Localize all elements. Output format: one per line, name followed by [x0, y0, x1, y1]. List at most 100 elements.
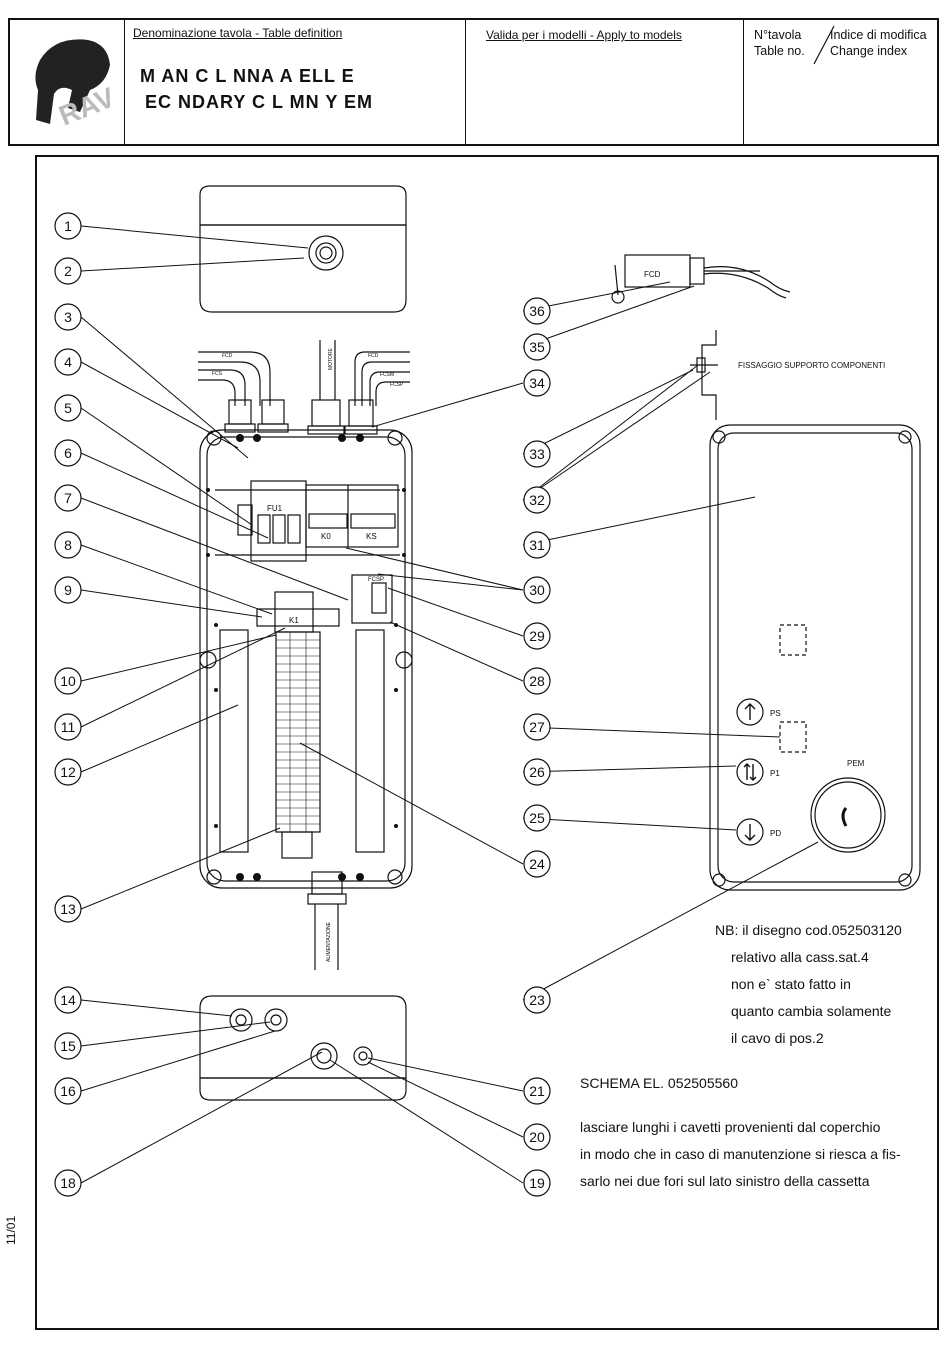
callout-27: 27: [523, 713, 551, 741]
callout-number: 12: [60, 764, 76, 780]
callout-number: 15: [60, 1038, 76, 1054]
callout-circle: [523, 1169, 551, 1197]
callout-circle: [54, 484, 82, 512]
table-no-label-en: Table no.: [754, 44, 805, 58]
callout-number: 13: [60, 901, 76, 917]
callout-number: 34: [529, 375, 545, 391]
callout-number: 10: [60, 673, 76, 689]
callout-number: 28: [529, 673, 545, 689]
callout-number: 31: [529, 537, 545, 553]
slash-divider: [813, 25, 835, 65]
nb-note-line4: quanto cambia solamente: [731, 1003, 892, 1019]
cable-fcsp-label: FCSP: [390, 382, 404, 388]
fissaggio-label: FISSAGGIO SUPPORTO COMPONENTI: [738, 361, 885, 370]
callout-circle: [523, 622, 551, 650]
callout-number: 11: [61, 719, 76, 735]
callout-16: 16: [54, 1077, 82, 1105]
instruction-line1: lasciare lunghi i cavetti provenienti da…: [580, 1119, 881, 1135]
callout-circle: [54, 895, 82, 923]
nb-note-line5: il cavo di pos.2: [731, 1030, 824, 1046]
callout-circle: [523, 531, 551, 559]
callout-circle: [523, 1077, 551, 1105]
callout-number: 18: [60, 1175, 76, 1191]
callout-6: 6: [54, 439, 82, 467]
main-box-view: [198, 340, 413, 970]
fixing-support-bracket: [690, 330, 718, 420]
callout-number: 23: [529, 992, 545, 1008]
drawing-title-line1: M AN C L NNA A ELL E: [140, 66, 355, 86]
table-definition-label: Denominazione tavola - Table definition: [133, 26, 343, 40]
ks-label: KS: [366, 532, 377, 541]
drawing-frame: [35, 155, 939, 1330]
callout-2: 2: [54, 257, 82, 285]
callout-circle: [523, 333, 551, 361]
callout-number: 7: [64, 490, 72, 506]
callout-circle: [523, 713, 551, 741]
callout-32: 32: [523, 486, 551, 514]
limit-switch-fcd: [611, 254, 791, 304]
k0-label: K0: [321, 532, 331, 541]
callout-26: 26: [523, 758, 551, 786]
callout-circle: [523, 486, 551, 514]
callout-number: 5: [64, 400, 72, 416]
callout-number: 32: [529, 492, 545, 508]
ps-label: PS: [770, 709, 781, 718]
callout-number: 14: [60, 992, 76, 1008]
callout-circle: [523, 369, 551, 397]
callout-circle: [54, 667, 82, 695]
callout-29: 29: [523, 622, 551, 650]
nb-note-line3: non e` stato fatto in: [731, 976, 851, 992]
callout-number: 20: [529, 1129, 545, 1145]
pd-label: PD: [770, 829, 781, 838]
callout-circle: [523, 850, 551, 878]
callout-circle: [54, 1032, 82, 1060]
callout-25: 25: [523, 804, 551, 832]
callout-number: 9: [64, 582, 72, 598]
callout-14: 14: [54, 986, 82, 1014]
callout-circle: [54, 1169, 82, 1197]
callout-24: 24: [523, 850, 551, 878]
table-definition-cell: Denominazione tavola - Table definition …: [125, 20, 466, 144]
callout-circle: [523, 758, 551, 786]
callout-15: 15: [54, 1032, 82, 1060]
callout-circle: [54, 212, 82, 240]
callout-34: 34: [523, 369, 551, 397]
callout-number: 33: [529, 446, 545, 462]
callout-number: 4: [64, 354, 72, 370]
callout-number: 6: [64, 445, 72, 461]
callout-number: 29: [529, 628, 545, 644]
logo-cell: RAV: [10, 20, 125, 144]
callout-number: 21: [529, 1083, 545, 1099]
callout-number: 27: [529, 719, 545, 735]
callout-8: 8: [54, 531, 82, 559]
cable-alimentazione-label: ALIMENTAZIONE: [326, 921, 332, 962]
component-labels: FU1 K0 KS K1 FCSP FCD PS P1 PD PEM FISSA…: [212, 270, 885, 962]
callout-35: 35: [523, 333, 551, 361]
top-cover-view: [199, 185, 407, 313]
callout-circle: [54, 713, 82, 741]
callout-number: 26: [529, 764, 545, 780]
nb-note-line1: NB: il disegno cod.052503120: [715, 922, 902, 938]
fastener-dots: [206, 434, 406, 881]
callout-10: 10: [54, 667, 82, 695]
callout-number: 3: [64, 309, 72, 325]
change-index-en: Change index: [830, 44, 908, 58]
cable-fcd2-label: FCD: [368, 353, 379, 359]
callout-number: 36: [529, 303, 545, 319]
rav-logo: RAV: [35, 39, 119, 132]
callout-21: 21: [523, 1077, 551, 1105]
bottom-view: [199, 995, 407, 1101]
models-label: Valida per i modelli - Apply to models: [486, 28, 682, 42]
cable-fcsm-label: FCSM: [380, 372, 394, 378]
callout-23: 23: [523, 986, 551, 1014]
callout-5: 5: [54, 394, 82, 422]
callout-circle: [54, 758, 82, 786]
callout-36: 36: [523, 297, 551, 325]
callout-circle: [523, 667, 551, 695]
callout-number: 2: [64, 263, 72, 279]
callout-31: 31: [523, 531, 551, 559]
fcd-label: FCD: [644, 270, 661, 279]
nb-note-line2: relativo alla cass.sat.4: [731, 949, 869, 965]
instruction-line3: sarlo nei due fori sul lato sinistro del…: [580, 1173, 870, 1189]
callout-1: 1: [54, 212, 82, 240]
